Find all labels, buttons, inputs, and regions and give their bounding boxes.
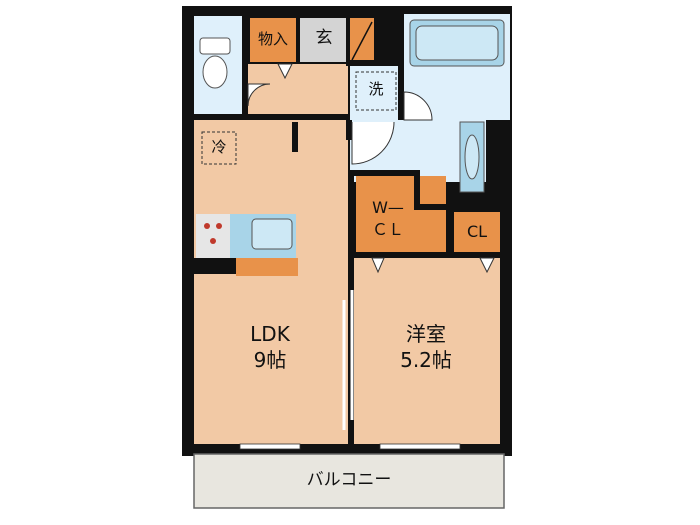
balcony-floor <box>193 453 505 509</box>
door-swing <box>403 91 433 121</box>
interior-wall <box>242 14 248 116</box>
interior-wall <box>414 170 420 208</box>
door-marker <box>371 257 385 274</box>
interior-wall <box>346 120 352 140</box>
sink-icon <box>251 218 293 250</box>
stove <box>196 214 230 258</box>
ldk-name-label: LDK <box>250 322 290 346</box>
fridge-space <box>201 131 237 165</box>
burner-icon <box>204 223 210 229</box>
closet-label: CL <box>466 222 488 241</box>
interior-wall <box>296 14 300 62</box>
hallway-floor <box>244 64 348 116</box>
storage-label: 物入 <box>257 30 288 48</box>
interior-wall <box>194 258 236 274</box>
door-swing <box>351 121 395 165</box>
fridge-label: 冷 <box>211 138 227 156</box>
burner-icon <box>216 223 222 229</box>
interior-wall <box>486 120 504 204</box>
window <box>379 443 461 450</box>
shoe-rack-line <box>351 21 373 61</box>
toilet-bowl <box>202 55 228 89</box>
western-room-name-label: 洋室 <box>406 322 446 346</box>
interior-wall <box>346 14 350 64</box>
walk-in-closet-label: ＣＬ <box>371 220 404 239</box>
interior-wall <box>398 14 404 120</box>
interior-wall <box>346 60 404 66</box>
interior-wall <box>414 204 506 210</box>
balcony-label: バルコニー <box>306 470 392 490</box>
counter-shelf <box>236 258 298 276</box>
wall-post <box>292 122 298 152</box>
entrance-floor <box>300 18 348 62</box>
window <box>239 443 301 450</box>
western-room-size-label: 5.2帖 <box>400 348 452 372</box>
interior-wall <box>446 204 452 254</box>
interior-wall <box>194 114 350 120</box>
western-room-floor <box>354 258 500 444</box>
toilet-tank <box>199 37 231 55</box>
ldk-size-label: 9帖 <box>253 348 287 372</box>
basin-bowl <box>464 134 480 180</box>
door-marker <box>479 257 495 274</box>
bathtub-inner <box>415 25 499 61</box>
laundry-label: 洗 <box>368 80 384 98</box>
door-marker <box>277 63 293 80</box>
closet-floor <box>454 212 500 252</box>
interior-wall <box>348 170 416 176</box>
interior-wall <box>354 252 504 258</box>
washing-machine-space <box>355 71 397 111</box>
walk-in-closet-floor <box>356 176 446 252</box>
ldk-floor <box>194 120 348 444</box>
entrance-label: 玄 <box>315 28 333 48</box>
burner-icon <box>210 238 216 244</box>
storage-floor <box>250 18 296 62</box>
door-swing <box>247 83 271 107</box>
walk-in-closet-label: W— <box>372 198 404 217</box>
